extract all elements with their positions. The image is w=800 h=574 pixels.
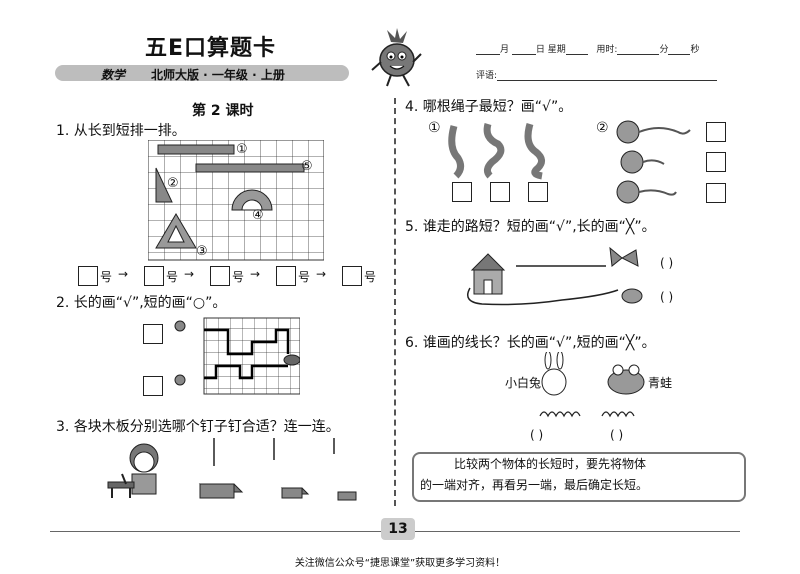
answer-box-2[interactable] (144, 266, 164, 286)
question-2-title: 2. 长的画“√”,短的画“○”。 (56, 295, 227, 311)
q6-answer-2[interactable]: ( ) (610, 428, 624, 442)
paths-to-house-figure (467, 246, 643, 306)
label-3: ③ (196, 244, 208, 259)
footer-note: 关注微信公众号“捷思课堂”获取更多学习资料！ (294, 558, 506, 569)
question-6-title: 6. 谁画的线长？长的画“√”,短的画“╳”。 (405, 335, 656, 351)
frog-label: 青蛙 (648, 376, 673, 390)
column-divider (394, 98, 396, 506)
q5-answer-2[interactable]: ( ) (660, 290, 674, 304)
subject-bar: 数学 北师大版 · 一年级 · 上册 (55, 65, 349, 82)
tip-box: 比较两个物体的长短时，要先将物体 的一端对齐，再看另一端，最后确定长短。 (412, 452, 746, 502)
tip-line-1: 比较两个物体的长短时，要先将物体 (454, 457, 647, 471)
page-number: 13 (381, 518, 415, 540)
q2-answer-box-2[interactable] (143, 376, 163, 396)
question-3-title: 3. 各块木板分别选哪个钉子钉合适？连一连。 (56, 419, 340, 435)
q4-part-2-label: ② (596, 120, 609, 136)
question-5-title: 5. 谁走的路短？短的画“√”,长的画“╳”。 (405, 219, 656, 235)
comment-line: 评语: (476, 68, 718, 81)
yarn-balls-figure (616, 120, 691, 204)
card-title: 五E口算题卡 (145, 36, 277, 61)
label-4: ④ (252, 208, 264, 223)
ruler-grid-figure (148, 140, 324, 261)
question-1-title: 1. 从长到短排一排。 (56, 123, 186, 139)
butterfly-icon (620, 249, 639, 267)
question-4-title: 4. 哪根绳子最短？画“√”。 (405, 99, 573, 115)
answer-box-5[interactable] (342, 266, 362, 286)
answer-box-4[interactable] (276, 266, 296, 286)
q2-answer-box-1[interactable] (143, 324, 163, 344)
rope-answer-box-3[interactable] (528, 182, 548, 202)
label-2: ② (167, 176, 179, 191)
mouse-icon (174, 320, 186, 332)
rope-answer-box-1[interactable] (452, 182, 472, 202)
lesson-title: 第 2 课时 (192, 103, 254, 119)
radish-mascot-icon (371, 28, 422, 87)
ropes-figure (448, 122, 545, 180)
order-answer-row: 号 → 号 → 号 → 号 → 号 (74, 266, 384, 286)
answer-box-1[interactable] (78, 266, 98, 286)
date-line: 月 日 星期 用时:分秒 (476, 42, 699, 55)
yarn-answer-box-2[interactable] (706, 152, 726, 172)
drawn-lines-figure (539, 411, 635, 418)
yarn-answer-box-1[interactable] (706, 122, 726, 142)
rabbit-label: 小白兔 (505, 376, 542, 390)
bee-icon (174, 374, 186, 386)
animals-figure (541, 352, 645, 396)
label-1: ① (236, 142, 248, 157)
answer-box-3[interactable] (210, 266, 230, 286)
bee-icon (621, 288, 643, 304)
path-grid-figure (174, 317, 300, 395)
subject-label: 数学 (101, 68, 126, 82)
edition-label: 北师大版 · 一年级 · 上册 (151, 68, 285, 82)
hedgehog-icon (283, 354, 300, 366)
yarn-answer-box-3[interactable] (706, 183, 726, 203)
frog-icon (607, 369, 645, 395)
tip-line-2: 的一端对齐，再看另一端，最后确定长短。 (420, 478, 649, 492)
label-5: ⑤ (301, 159, 313, 174)
boards-and-nails-figure (107, 438, 357, 501)
q5-answer-1[interactable]: ( ) (660, 256, 674, 270)
q6-answer-1[interactable]: ( ) (530, 428, 544, 442)
rope-answer-box-2[interactable] (490, 182, 510, 202)
q4-part-1-label: ① (428, 120, 441, 136)
